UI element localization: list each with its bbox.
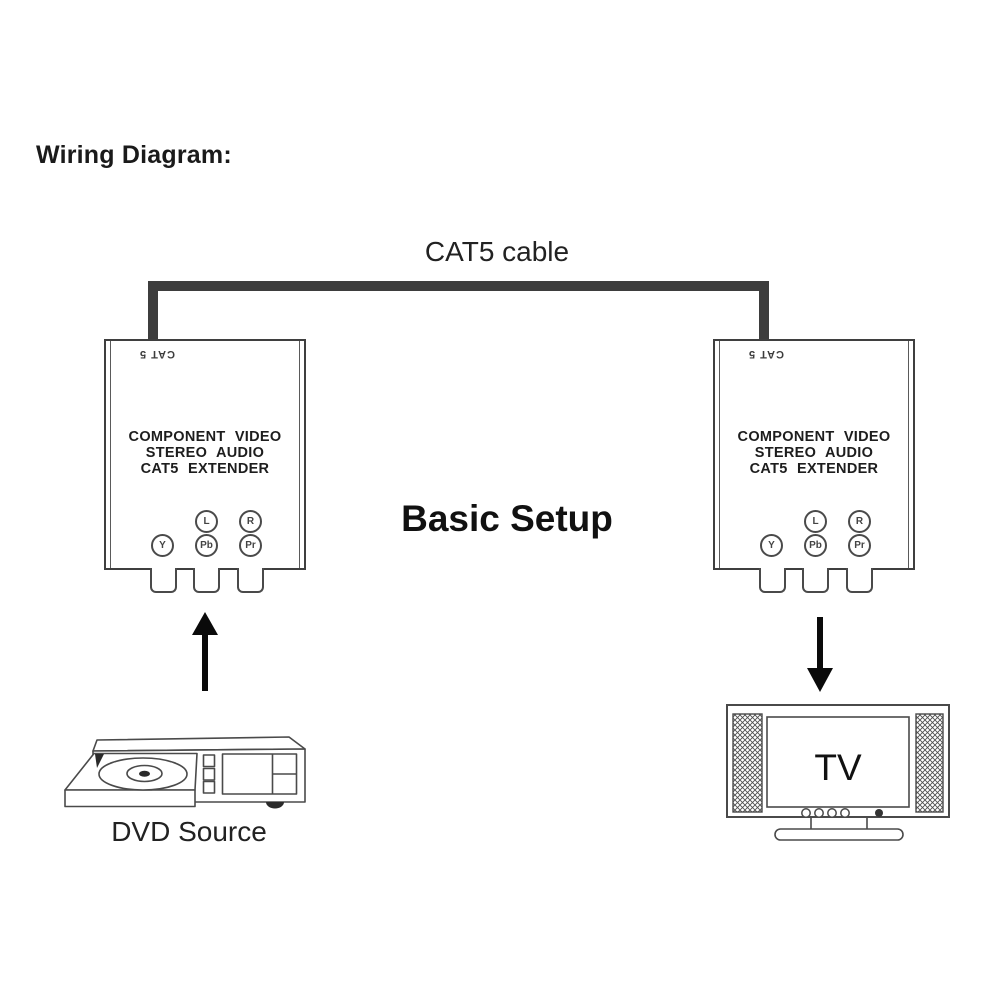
cat5-port-label: CAT 5 xyxy=(139,348,175,360)
dvd-button xyxy=(202,767,216,781)
extender-device-text: COMPONENT VIDEO STEREO AUDIO CAT5 EXTEND… xyxy=(715,429,913,477)
port-l-jack: L xyxy=(195,510,218,533)
box-inner-edge xyxy=(110,341,111,568)
cat5-cable-horizontal xyxy=(148,281,769,291)
dvd-source-label: DVD Source xyxy=(111,816,267,847)
tv-speaker-right xyxy=(915,713,944,813)
dvd-tray-shadow xyxy=(95,754,104,768)
connector-tab xyxy=(802,568,829,593)
cat5-cable-left-drop xyxy=(148,281,158,340)
box-inner-edge xyxy=(299,341,300,568)
dvd-button xyxy=(202,780,216,794)
down-arrow-icon xyxy=(807,668,833,692)
port-r-jack: R xyxy=(239,510,262,533)
dvd-foot xyxy=(266,802,284,809)
connector-tab xyxy=(759,568,786,593)
dvd-button xyxy=(202,754,216,768)
port-pb-jack: Pb xyxy=(804,534,827,557)
port-l-jack: L xyxy=(804,510,827,533)
connector-tab xyxy=(193,568,220,593)
box-inner-edge xyxy=(908,341,909,568)
port-pb-jack: Pb xyxy=(195,534,218,557)
port-pr-jack: Pr xyxy=(848,534,871,557)
device-text-line1: COMPONENT VIDEO xyxy=(128,429,282,445)
extender-box-left: CAT 5 COMPONENT VIDEO STEREO AUDIO CAT5 … xyxy=(104,339,306,593)
tv-button xyxy=(840,808,850,818)
cat5-cable-label: CAT5 cable xyxy=(424,236,570,267)
tv-illustration: TV xyxy=(726,704,950,841)
up-arrow-icon xyxy=(192,612,218,635)
page-title: Wiring Diagram: xyxy=(36,141,232,169)
connector-tab xyxy=(846,568,873,593)
cat5-cable-right-drop xyxy=(759,281,769,340)
dvd-disc-hub xyxy=(139,770,150,777)
device-text-line2: STEREO AUDIO xyxy=(145,445,265,461)
tv-power-led xyxy=(875,809,883,817)
tv-speaker-left xyxy=(732,713,763,813)
port-r-jack: R xyxy=(848,510,871,533)
connector-tab xyxy=(237,568,264,593)
down-arrow-shaft xyxy=(817,617,823,670)
tv-stand-base xyxy=(774,828,904,841)
dvd-player-illustration xyxy=(64,736,306,809)
dvd-tray-front xyxy=(64,789,196,808)
up-arrow-shaft xyxy=(202,633,208,691)
tv-button xyxy=(801,808,811,818)
tv-screen xyxy=(766,716,910,808)
port-y-jack: Y xyxy=(760,534,783,557)
tv-button xyxy=(827,808,837,818)
port-pr-jack: Pr xyxy=(239,534,262,557)
basic-setup-label: Basic Setup xyxy=(401,498,613,539)
extender-box-right: CAT 5 COMPONENT VIDEO STEREO AUDIO CAT5 … xyxy=(713,339,915,593)
port-y-jack: Y xyxy=(151,534,174,557)
extender-device-text: COMPONENT VIDEO STEREO AUDIO CAT5 EXTEND… xyxy=(106,429,304,477)
device-text-line3: CAT5 EXTENDER xyxy=(749,461,879,477)
connector-tab xyxy=(150,568,177,593)
tv-screen-label: TV xyxy=(814,747,862,788)
tv-button xyxy=(814,808,824,818)
device-text-line2: STEREO AUDIO xyxy=(754,445,874,461)
device-text-line3: CAT5 EXTENDER xyxy=(140,461,270,477)
box-inner-edge xyxy=(719,341,720,568)
device-text-line1: COMPONENT VIDEO xyxy=(737,429,891,445)
cat5-port-label: CAT 5 xyxy=(748,348,784,360)
